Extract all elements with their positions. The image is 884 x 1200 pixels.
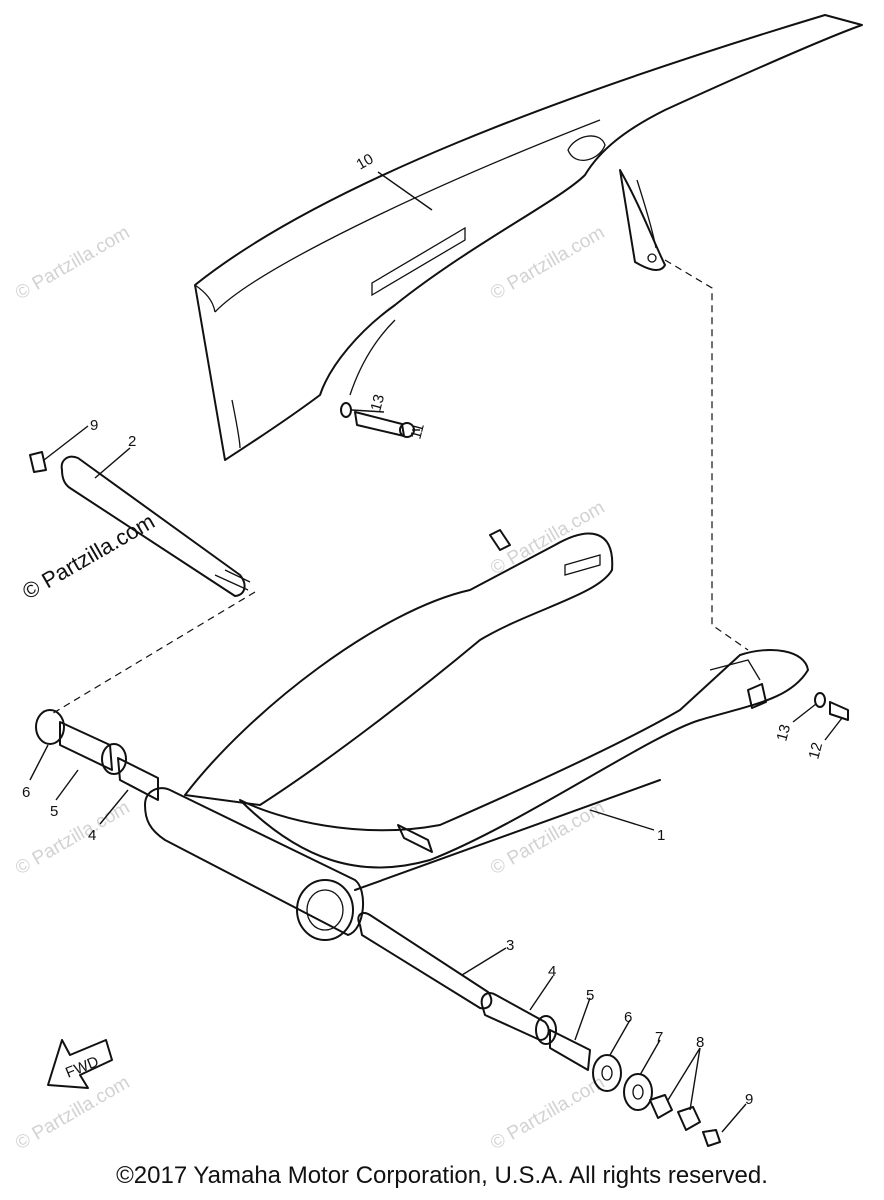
fwd-arrow: FWD [47, 1039, 113, 1089]
right-pivot-parts [357, 912, 721, 1147]
copyright-notice: ©2017 Yamaha Motor Corporation, U.S.A. A… [116, 1162, 768, 1189]
callout-11: 11 [407, 422, 427, 441]
callout-13: 13 [367, 393, 388, 414]
chain-case [194, 14, 863, 461]
callout-2: 2 [128, 433, 136, 450]
callout-7: 7 [655, 1029, 663, 1046]
callout-3: 3 [506, 937, 514, 954]
watermarks: © Partzilla.com © Partzilla.com © Partzi… [12, 222, 608, 1154]
callout-5: 5 [50, 803, 58, 820]
callout-13: 13 [773, 723, 794, 744]
leader-lines [29, 171, 843, 1133]
watermark: © Partzilla.com [18, 509, 159, 605]
callout-1: 1 [657, 827, 665, 844]
pivot-shaft [29, 451, 251, 597]
right-end-bolt [814, 692, 849, 721]
callout-5: 5 [586, 987, 594, 1004]
callout-12: 12 [805, 741, 826, 762]
alignment-line [49, 591, 256, 716]
watermark: © Partzilla.com [487, 1072, 608, 1154]
watermark: © Partzilla.com [12, 797, 133, 879]
watermark: © Partzilla.com [12, 222, 133, 304]
watermark: © Partzilla.com [12, 1072, 133, 1154]
callout-6: 6 [624, 1009, 632, 1026]
callout-6: 6 [22, 784, 30, 801]
swingarm [144, 529, 809, 941]
callout-4: 4 [88, 827, 96, 844]
callout-9: 9 [745, 1091, 753, 1108]
callout-10: 10 [354, 150, 377, 173]
watermark: © Partzilla.com [487, 222, 608, 304]
callout-8: 8 [696, 1034, 704, 1051]
callout-9: 9 [90, 417, 98, 434]
callouts: 10 13 11 9 2 1 13 12 6 5 4 3 4 5 6 7 8 9 [22, 150, 826, 1108]
alignment-line [664, 259, 749, 651]
left-pivot-parts [35, 709, 159, 801]
callout-4: 4 [548, 963, 556, 980]
